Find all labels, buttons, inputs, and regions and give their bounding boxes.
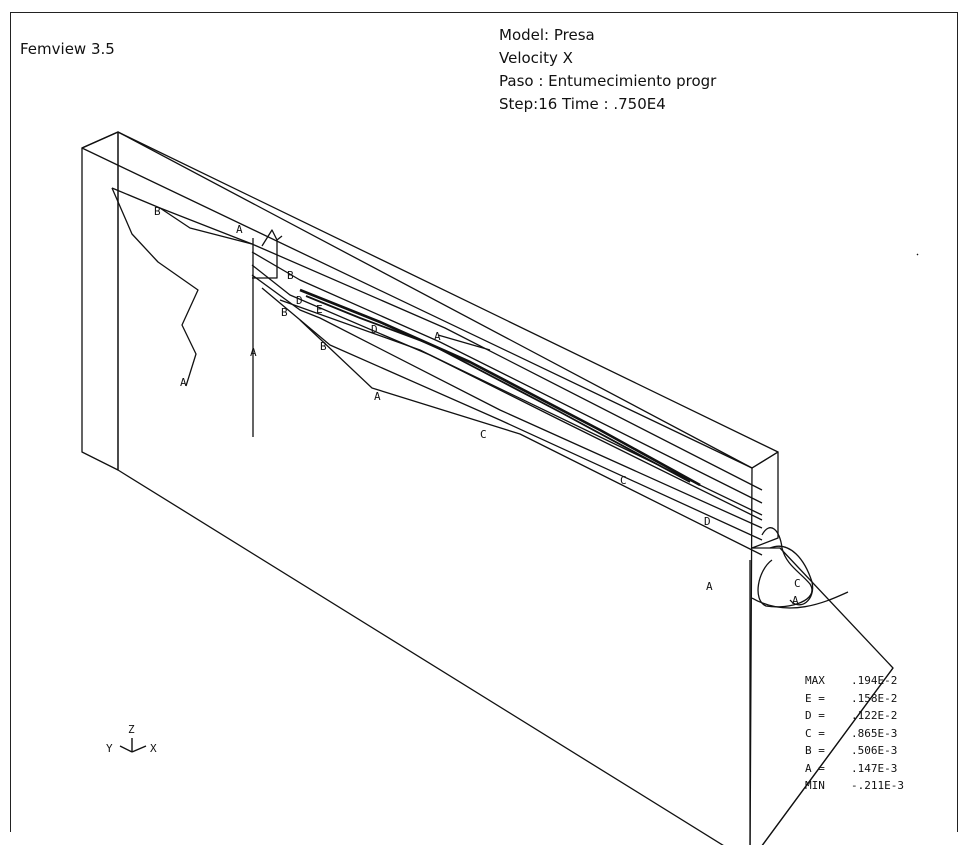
axis-triad bbox=[119, 738, 147, 753]
contour-label: B bbox=[281, 306, 288, 319]
contour-label: A bbox=[374, 390, 381, 403]
contour-label: C bbox=[480, 428, 487, 441]
legend-row: MIN -.211E-3 bbox=[805, 777, 904, 795]
contour-core-2 bbox=[305, 295, 691, 483]
axis-label-y: Y bbox=[106, 742, 113, 755]
contour-label: C bbox=[794, 577, 801, 590]
contour-label: A bbox=[706, 580, 713, 593]
contour-label: B bbox=[320, 340, 327, 353]
contour-label: B bbox=[154, 205, 161, 218]
legend-row: E = .158E-2 bbox=[805, 690, 904, 708]
legend-key: D = bbox=[805, 709, 825, 722]
contour-label: B bbox=[287, 269, 294, 282]
legend-row: D = .122E-2 bbox=[805, 707, 904, 725]
legend-key: A = bbox=[805, 761, 825, 775]
contour-legend: MAX .194E-2 E = .158E-2 D = .122E-2 C = .865… bbox=[805, 672, 904, 795]
dam-end-face bbox=[81, 131, 119, 471]
contour-band-1 bbox=[159, 207, 763, 491]
contour-label: A bbox=[236, 223, 243, 236]
contour-band-7 bbox=[279, 299, 763, 521]
contour-right-swirl bbox=[757, 527, 813, 608]
contour-label: A bbox=[180, 376, 187, 389]
model-info: Model: Presa Velocity X Paso : Entumecim… bbox=[499, 24, 716, 116]
model-name: Model: Presa bbox=[499, 26, 595, 44]
contour-right-swirl-2 bbox=[769, 545, 814, 606]
legend-key: E = bbox=[805, 691, 825, 705]
dam-crest-edge bbox=[751, 451, 779, 549]
contour-band-5 bbox=[261, 287, 763, 541]
legend-value: -.211E-3 bbox=[851, 779, 904, 792]
legend-value: .122E-2 bbox=[851, 709, 898, 722]
contour-right-swirl-3 bbox=[751, 591, 849, 609]
dam-front-face bbox=[117, 131, 753, 845]
contour-label: E bbox=[316, 303, 323, 316]
legend-row: A = .147E-3 bbox=[805, 760, 904, 778]
legend-value: .506E-3 bbox=[851, 744, 898, 757]
axis-label-z: Z bbox=[128, 723, 135, 736]
contour-band-3 bbox=[251, 264, 763, 516]
contour-label: D bbox=[704, 515, 711, 528]
contour-label: C bbox=[620, 474, 627, 487]
legend-value: .147E-3 bbox=[851, 761, 898, 775]
contour-label: D bbox=[371, 323, 378, 336]
legend-key: MAX bbox=[805, 674, 825, 687]
contour-label: A bbox=[792, 594, 799, 607]
contour-label: D bbox=[296, 294, 303, 307]
contour-label: A bbox=[250, 346, 257, 359]
contour-label: A bbox=[434, 330, 441, 343]
legend-value: .194E-2 bbox=[851, 674, 898, 687]
stray-dot bbox=[916, 253, 919, 256]
contour-bracket bbox=[252, 235, 283, 279]
contour-mid-segment bbox=[437, 334, 491, 351]
plot-frame bbox=[10, 12, 958, 832]
step-time: Step:16 Time : .750E4 bbox=[499, 95, 666, 113]
legend-key: MIN bbox=[805, 779, 825, 792]
phase-name: Paso : Entumecimiento progr bbox=[499, 72, 717, 90]
contour-upper-tick bbox=[261, 229, 278, 247]
axis-label-x: X bbox=[150, 742, 157, 755]
contour-band-6 bbox=[299, 319, 763, 556]
legend-row: MAX .194E-2 bbox=[805, 672, 904, 690]
variable-name: Velocity X bbox=[499, 49, 573, 67]
app-title: Femview 3.5 bbox=[20, 40, 115, 58]
legend-key: C = bbox=[805, 726, 825, 740]
contour-band-2 bbox=[251, 251, 763, 504]
legend-key: B = bbox=[805, 744, 825, 757]
legend-row: C = .865E-3 bbox=[805, 725, 904, 743]
contour-left-zigzag bbox=[111, 187, 199, 387]
dam-top-face bbox=[81, 131, 779, 469]
downstream-toe bbox=[761, 667, 894, 845]
contour-band-4 bbox=[251, 274, 763, 529]
legend-row: B = .506E-3 bbox=[805, 742, 904, 760]
contour-labels: B A A A B B D E D A B A C C D C A A bbox=[154, 205, 801, 607]
contour-left bbox=[111, 187, 253, 245]
legend-value: .158E-2 bbox=[851, 691, 898, 705]
legend-value: .865E-3 bbox=[851, 726, 898, 740]
